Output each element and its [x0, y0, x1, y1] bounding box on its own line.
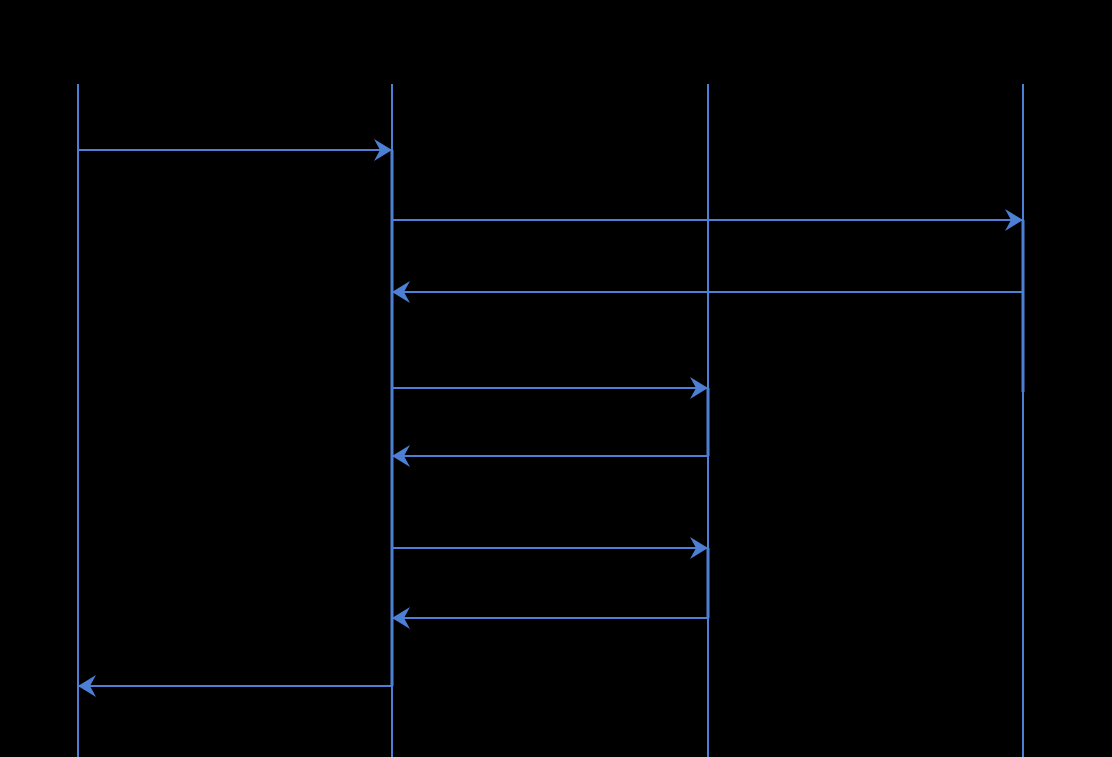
message-arrowhead-m3 — [392, 281, 410, 303]
message-m2 — [392, 209, 1023, 231]
message-m4 — [392, 377, 708, 399]
message-arrowhead-m8 — [78, 675, 96, 697]
message-arrowhead-m1 — [374, 139, 392, 161]
message-m1 — [78, 139, 392, 161]
message-m3 — [392, 281, 1023, 303]
message-arrowhead-m6 — [690, 537, 708, 559]
message-arrowhead-m5 — [392, 445, 410, 467]
message-m5 — [392, 445, 708, 467]
lifelines-group — [77, 84, 1024, 757]
messages-group — [78, 139, 1023, 697]
message-arrowhead-m4 — [690, 377, 708, 399]
message-m6 — [392, 537, 708, 559]
message-m7 — [392, 607, 708, 629]
message-arrowhead-m7 — [392, 607, 410, 629]
activation-bars-group — [390, 150, 1025, 686]
message-m8 — [78, 675, 392, 697]
message-arrowhead-m2 — [1005, 209, 1023, 231]
